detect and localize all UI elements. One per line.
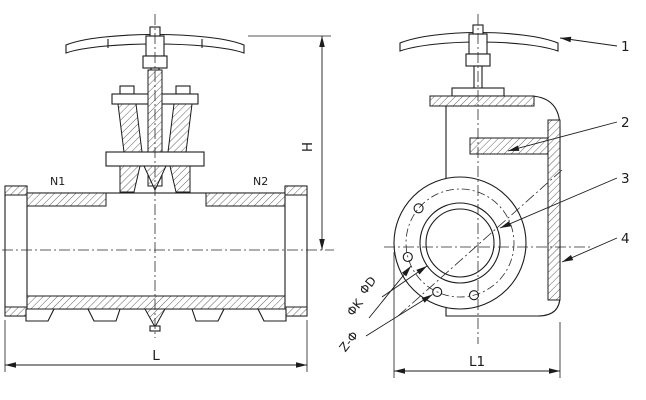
foot bbox=[87, 308, 121, 322]
callouts: 1 2 3 4 bbox=[499, 36, 630, 263]
front-bonnet bbox=[105, 69, 205, 193]
right-wall-section bbox=[547, 119, 561, 301]
flange-diagonal-centerline bbox=[397, 169, 563, 317]
pipe-end-left bbox=[4, 185, 28, 317]
bolt-hole bbox=[402, 251, 413, 263]
pipe-end-right bbox=[284, 185, 308, 317]
bonnet-wall-section bbox=[167, 103, 193, 153]
bore-inner-circle bbox=[425, 208, 495, 278]
bolt-hole bbox=[413, 203, 424, 214]
label-phi-d: ΦD bbox=[357, 274, 380, 297]
ferrule-groove bbox=[284, 306, 308, 317]
callout-3: 3 bbox=[499, 171, 630, 229]
leader-line bbox=[368, 265, 412, 319]
leader-phi-k: ΦK bbox=[344, 265, 412, 319]
front-view: N1 N2 H L bbox=[2, 14, 334, 372]
bore-outer-circle bbox=[419, 202, 501, 284]
leader-line bbox=[365, 294, 433, 337]
pipe-outline bbox=[9, 192, 303, 310]
dim-l1-label: L1 bbox=[469, 354, 485, 370]
label-z-phi: Z-Φ bbox=[337, 329, 361, 355]
ferrule-groove bbox=[284, 185, 308, 196]
bolt-hole bbox=[468, 290, 480, 301]
dim-h-label: H bbox=[300, 142, 316, 152]
callout-1-label: 1 bbox=[621, 39, 630, 55]
front-body bbox=[4, 185, 308, 332]
label-n1: N1 bbox=[50, 175, 65, 188]
foot bbox=[25, 308, 55, 322]
internal-shelf-section bbox=[469, 137, 549, 155]
bonnet-lug bbox=[175, 85, 191, 95]
callout-2: 2 bbox=[507, 115, 630, 152]
dim-l-label: L bbox=[152, 348, 160, 364]
bolt-hole bbox=[432, 286, 443, 297]
callout-3-label: 3 bbox=[621, 171, 630, 187]
base-feet bbox=[25, 308, 287, 332]
top-wall-section bbox=[429, 95, 535, 107]
label-phi-k: ΦK bbox=[344, 296, 366, 319]
dimension-h: H bbox=[248, 35, 331, 250]
seat-section bbox=[169, 165, 191, 193]
pipe-wall-section bbox=[9, 295, 303, 310]
callout-leader bbox=[559, 36, 618, 47]
callout-leader bbox=[507, 121, 618, 152]
ferrule-groove bbox=[4, 306, 28, 317]
callout-leader bbox=[561, 237, 618, 263]
callout-4-label: 4 bbox=[621, 231, 630, 247]
callout-leader bbox=[499, 177, 618, 229]
leader-line bbox=[381, 265, 428, 298]
ferrule-left bbox=[4, 185, 28, 317]
ferrule-groove bbox=[4, 185, 28, 196]
foot bbox=[191, 308, 225, 322]
label-n2: N2 bbox=[253, 175, 268, 188]
side-handwheel bbox=[399, 24, 559, 55]
side-view: ΦD ΦK Z-Φ L1 bbox=[337, 14, 592, 378]
seat-section bbox=[119, 165, 141, 193]
bonnet-wall-section bbox=[117, 103, 143, 153]
callout-2-label: 2 bbox=[621, 115, 630, 131]
callout-4: 4 bbox=[561, 231, 630, 263]
dimension-l1: L1 bbox=[393, 252, 561, 378]
foot bbox=[257, 308, 287, 322]
dimension-l: L bbox=[4, 320, 308, 372]
bolt-circle bbox=[405, 188, 515, 298]
side-body bbox=[393, 95, 561, 317]
ferrule-right bbox=[284, 185, 308, 317]
bonnet-lug bbox=[119, 85, 135, 95]
callout-1: 1 bbox=[559, 36, 630, 55]
